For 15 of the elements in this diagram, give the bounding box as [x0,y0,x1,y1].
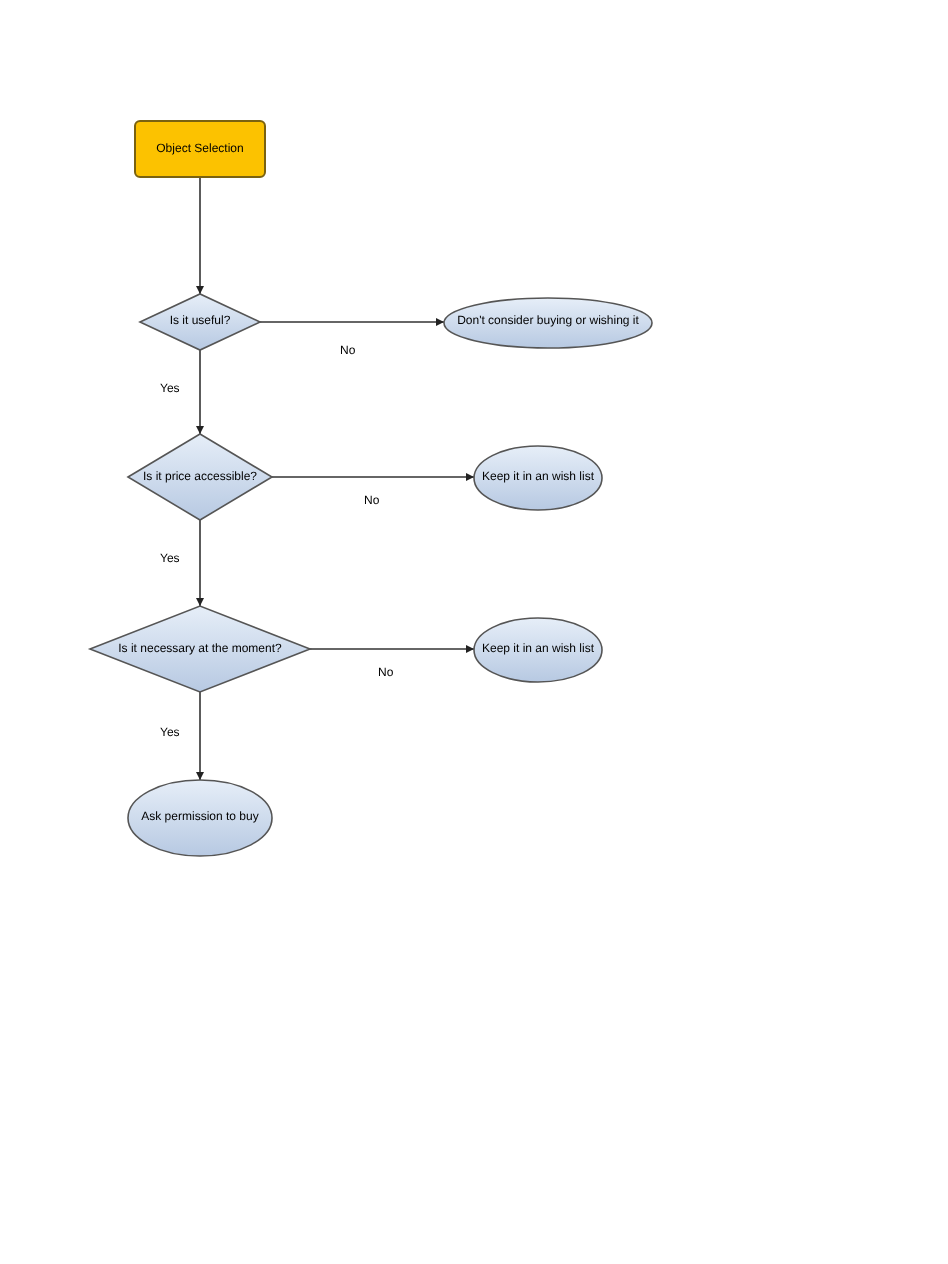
arrow [196,177,204,295]
arrow [196,349,204,435]
terminal-ellipse [128,780,272,856]
arrow [309,645,475,653]
arrow [196,519,204,607]
process-box [134,120,266,178]
decision-diamond [90,606,310,692]
arrow [271,473,475,481]
arrow [259,318,445,326]
terminal-ellipse [474,617,602,681]
terminal-ellipse [474,445,602,509]
decision-diamond [128,434,272,520]
terminal-ellipse [444,297,652,347]
decision-diamond [140,294,260,350]
arrow [196,691,204,781]
